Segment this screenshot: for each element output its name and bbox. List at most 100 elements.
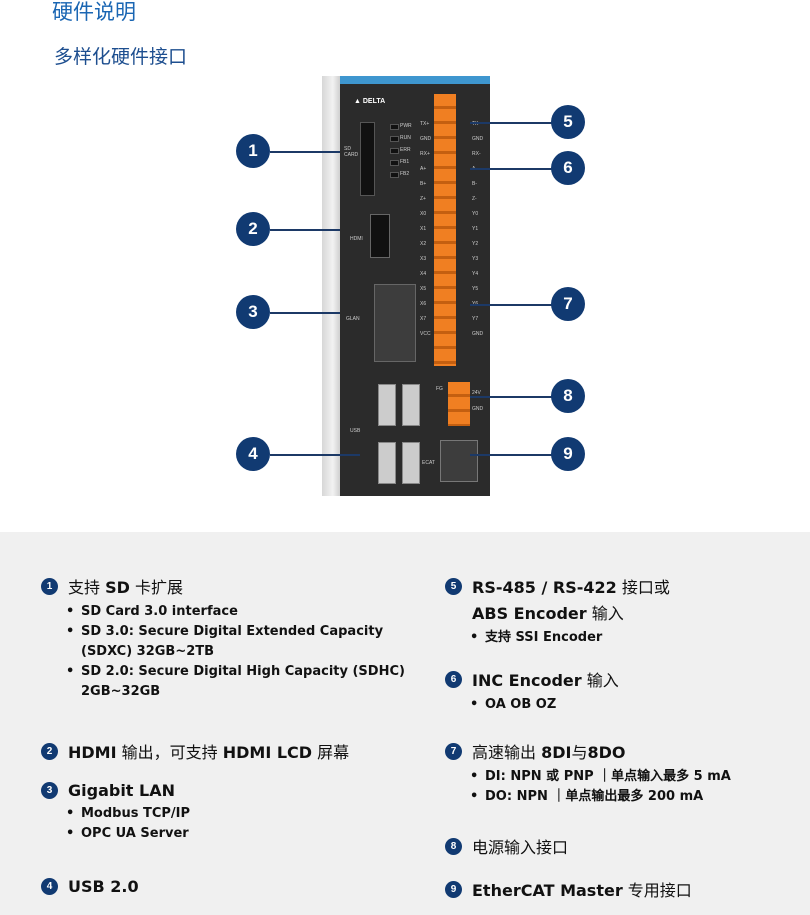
terminal-pin-label: X7 [420, 316, 427, 322]
feature-sd: 1 支持 SD 卡扩展 SD Card 3.0 interface SD 3.0:… [41, 574, 411, 702]
feature-hdmi: 2 HDMI 输出，可支持 HDMI LCD 屏幕 [41, 739, 421, 763]
terminal-pin-label: Y5 [472, 286, 479, 292]
badge-6: 6 [445, 670, 462, 688]
leader-line [470, 122, 552, 124]
ethercat-port [440, 440, 478, 482]
feature-title: 支持 SD 卡扩展 [68, 578, 183, 597]
terminal-pin-label: Z+ [420, 196, 426, 202]
terminal-pin-label: Y0 [472, 211, 479, 217]
led-label: PWR [400, 123, 412, 129]
feature-title-line2: ABS Encoder 输入 [472, 604, 624, 623]
terminal-pin-label: X6 [420, 301, 427, 307]
list-item: SD 3.0: Secure Digital Extended Capacity… [66, 622, 411, 662]
usb-port [378, 442, 396, 484]
led-fb1 [390, 160, 399, 166]
terminal-pin-label: TX- [472, 121, 481, 127]
led-label: FB1 [400, 159, 410, 165]
power-label: GND [472, 406, 484, 412]
badge-4: 4 [41, 878, 58, 895]
callout-1: 1 [236, 134, 270, 168]
terminal-pin-label: RX+ [420, 151, 430, 157]
terminal-pin-label: X3 [420, 256, 427, 262]
feature-title: RS-485 / RS-422 接口或 [472, 578, 670, 597]
usb-label: USB [350, 428, 361, 434]
leader-line [470, 396, 552, 398]
led-fb2 [390, 172, 399, 178]
feature-usb: 4 USB 2.0 [41, 877, 411, 896]
feature-title: EtherCAT Master 专用接口 [472, 881, 692, 900]
feature-lan: 3 Gigabit LAN Modbus TCP/IP OPC UA Server [41, 781, 411, 844]
badge-3: 3 [41, 782, 58, 799]
callout-7: 7 [551, 287, 585, 321]
terminal-pin-label: A+ [420, 166, 427, 172]
terminal-pin-label: TX+ [420, 121, 430, 127]
leader-line [270, 454, 360, 456]
terminal-pin-label: Y7 [472, 316, 479, 322]
usb-port [402, 384, 420, 426]
terminal-pin-label: X1 [420, 226, 427, 232]
callout-9: 9 [551, 437, 585, 471]
callout-3: 3 [236, 295, 270, 329]
terminal-pin-label: X2 [420, 241, 427, 247]
feature-title: USB 2.0 [68, 877, 139, 896]
led-run [390, 136, 399, 142]
badge-1: 1 [41, 577, 58, 595]
device-side-panel [322, 76, 340, 496]
led-label: RUN [400, 135, 411, 141]
callout-6: 6 [551, 151, 585, 185]
terminal-pin-label: RX- [472, 151, 481, 157]
terminal-pin-label: B+ [420, 181, 427, 187]
leader-line [270, 229, 340, 231]
delta-logo: ▲ DELTA [354, 98, 386, 105]
badge-2: 2 [41, 742, 58, 760]
callout-4: 4 [236, 437, 270, 471]
terminal-pin-label: Y4 [472, 271, 479, 277]
power-terminal-block [448, 382, 470, 426]
feature-list: SD Card 3.0 interface SD 3.0: Secure Dig… [41, 602, 411, 702]
fg-label: FG [436, 386, 443, 392]
led-label: ERR [400, 147, 411, 153]
feature-title: Gigabit LAN [68, 781, 175, 800]
gigabit-lan-ports [374, 284, 416, 362]
power-label: 24V [472, 390, 481, 396]
list-item: DI: NPN 或 PNP ｜单点输入最多 5 mA [470, 767, 805, 787]
controller-device-image: ▲ DELTA SD CARD PWR RUN ERR FB1 FB2 HDMI… [322, 76, 490, 496]
leader-line [270, 151, 340, 153]
feature-panel: 1 支持 SD 卡扩展 SD Card 3.0 interface SD 3.0:… [0, 532, 810, 915]
led-label: FB2 [400, 171, 410, 177]
list-item: Modbus TCP/IP [66, 804, 411, 824]
leader-line [470, 168, 552, 170]
feature-title: HDMI 输出，可支持 HDMI LCD 屏幕 [68, 743, 350, 762]
sd-card-slot [360, 122, 375, 196]
list-item: SD Card 3.0 interface [66, 602, 411, 622]
feature-list: OA OB OZ [445, 695, 795, 715]
hdmi-port [370, 214, 390, 258]
io-terminal-block [434, 94, 456, 366]
led-pwr [390, 124, 399, 130]
glan-label: GLAN [346, 316, 360, 322]
terminal-pin-label: Y3 [472, 256, 479, 262]
terminal-pin-label: GND [472, 136, 484, 142]
callout-5: 5 [551, 105, 585, 139]
badge-7: 7 [445, 742, 462, 760]
feature-list: Modbus TCP/IP OPC UA Server [41, 804, 411, 844]
callout-2: 2 [236, 212, 270, 246]
device-front-panel: ▲ DELTA SD CARD PWR RUN ERR FB1 FB2 HDMI… [340, 76, 490, 496]
terminal-pin-label: GND [472, 331, 484, 337]
terminal-pin-label: X0 [420, 211, 427, 217]
page-subtitle: 多样化硬件接口 [54, 46, 188, 68]
terminal-pin-label: Y1 [472, 226, 479, 232]
list-item: DO: NPN ｜单点输出最多 200 mA [470, 787, 805, 807]
led-err [390, 148, 399, 154]
callout-8: 8 [551, 379, 585, 413]
list-item: 支持 SSI Encoder [470, 628, 795, 648]
page-title: 硬件说明 [52, 0, 136, 24]
terminal-pin-label: GND [420, 136, 432, 142]
terminal-pin-label: B- [472, 181, 477, 187]
list-item: SD 2.0: Secure Digital High Capacity (SD… [66, 662, 411, 702]
leader-line [470, 454, 552, 456]
